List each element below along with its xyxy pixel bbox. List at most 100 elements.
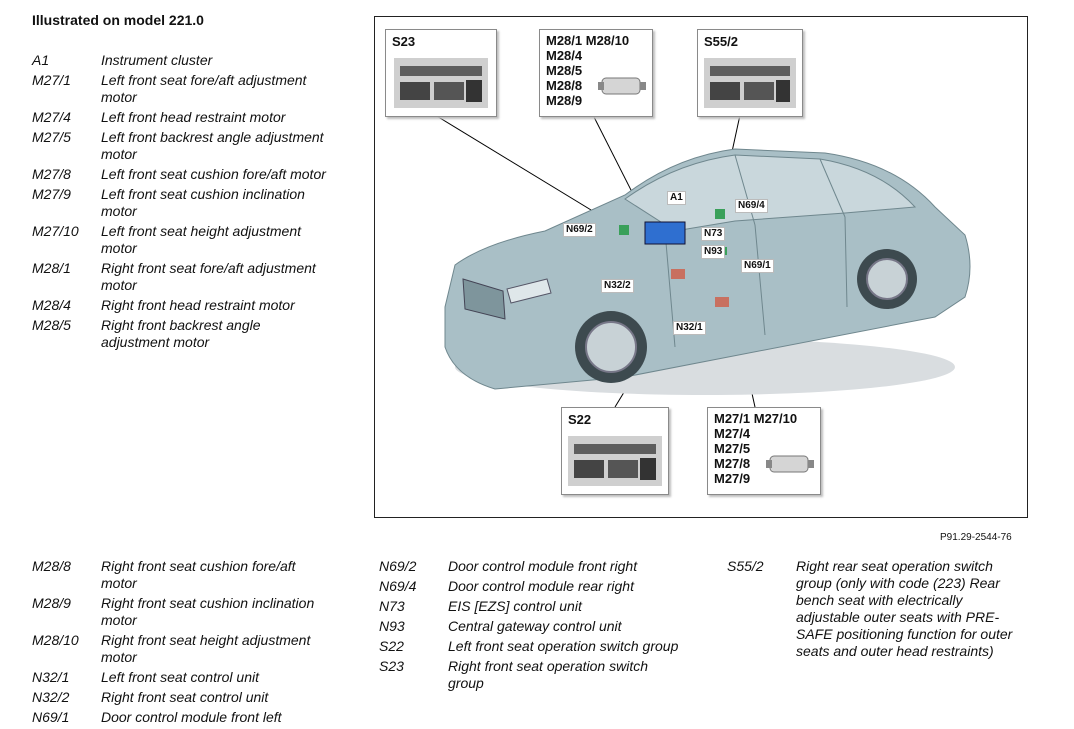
callout-line: M28/1 M28/10 [546,33,630,48]
legend-description: Left front seat height adjustment motor [101,223,302,256]
legend-code: S55/2 [727,558,764,574]
legend-code: N32/2 [32,689,70,705]
callout-line: M28/4 [546,48,583,63]
legend-row: M28/5 Right front backrest angle adjustme… [32,317,332,351]
legend-code: M27/10 [32,223,79,239]
legend-code: N69/2 [379,558,417,574]
callout-line: M27/5 [714,441,751,456]
legend-row: M28/10 Right front seat height adjustment… [32,632,332,666]
legend-code: N93 [379,618,405,634]
legend-row: M28/8 Right front seat cushion fore/aft m… [32,558,332,592]
legend-description: Left front backrest angle adjustment mot… [101,129,324,162]
legend-code: M27/8 [32,166,71,182]
label-n69-1: N69/1 [741,259,774,273]
label-n93: N93 [701,245,726,259]
label-n69-2: N69/2 [563,223,596,237]
legend-row: N32/2 Right front seat control unit [32,689,332,706]
legend-code: N69/4 [379,578,417,594]
legend-code: M28/10 [32,632,79,648]
legend-description: Right front seat height adjustment motor [101,632,311,665]
legend-code: M27/9 [32,186,71,202]
legend-code: N73 [379,598,405,614]
legend-row: M28/1 Right front seat fore/aft adjustmen… [32,260,332,294]
legend-code: S22 [379,638,404,654]
legend-bottom-1: M28/8 Right front seat cushion fore/aft m… [32,558,332,729]
legend-code: A1 [32,52,50,68]
callout-s23-title: S23 [392,34,416,49]
legend-description: Door control module rear right [448,578,634,594]
callout-s22-title: S22 [568,412,592,427]
legend-code: M28/5 [32,317,71,333]
legend-description: Right front seat cushion fore/aft motor [101,558,296,591]
legend-description: Instrument cluster [101,52,213,68]
n32-2-module [671,269,685,279]
legend-row: M27/10 Left front seat height adjustment … [32,223,332,257]
n69-2-module [619,225,629,235]
legend-code: M28/4 [32,297,71,313]
c-pillar [819,158,846,218]
switch-group-photo [568,436,662,486]
label-n32-2: N32/2 [601,279,634,293]
b-pillar [734,154,756,226]
legend-description: Left front seat cushion fore/aft motor [101,166,326,182]
legend-code: M27/4 [32,109,71,125]
legend-row: M27/9 Left front seat cushion inclination… [32,186,332,220]
callout-line: M28/9 [546,93,583,108]
callout-s23: S23 [385,29,497,117]
front-wheel [575,311,647,383]
callout-s55-2-title: S55/2 [704,34,738,49]
legend-description: Right front seat cushion inclination mot… [101,595,315,628]
figure-reference: P91.29-2544-76 [940,532,1012,543]
rear-wheel [857,249,917,309]
legend-description: Left front seat control unit [101,669,259,685]
legend-description: EIS [EZS] control unit [448,598,582,614]
n69-4-module [715,209,725,219]
legend-description: Door control module front right [448,558,638,574]
label-n69-4: N69/4 [735,199,768,213]
label-n73: N73 [701,227,726,241]
legend-code: M28/8 [32,558,71,574]
legend-description: Central gateway control unit [448,618,622,634]
label-n32-1: N32/1 [673,321,706,335]
legend-row: N69/2 Door control module front right [379,558,679,575]
legend-description: Left front seat cushion inclination moto… [101,186,305,219]
callout-line: M27/8 [714,456,751,471]
legend-description: Left front seat fore/aft adjustment moto… [101,72,307,105]
legend-description: Door control module front left [101,709,282,725]
legend-row: N93 Central gateway control unit [379,618,679,635]
legend-row: A1 Instrument cluster [32,52,332,69]
callout-s22: S22 [561,407,669,495]
callout-line: M28/5 [546,63,583,78]
switch-group-photo [704,58,796,108]
legend-code: M27/1 [32,72,71,88]
callout-line: M28/8 [546,78,583,93]
legend-description: Right front seat control unit [101,689,269,705]
legend-description: Right front backrest angle adjustment mo… [101,317,261,350]
callout-line: M27/9 [714,471,751,486]
page-heading: Illustrated on model 221.0 [32,12,204,28]
car-grille [462,278,506,320]
legend-description: Right front seat fore/aft adjustment mot… [101,260,316,293]
instrument-cluster-module [644,221,686,245]
label-a1: A1 [667,191,686,205]
legend-code: M28/1 [32,260,71,276]
car-illustration [434,114,971,408]
legend-row: M27/8 Left front seat cushion fore/aft mo… [32,166,332,183]
switch-group-photo [394,58,488,108]
seat-motor-photo [598,77,646,95]
